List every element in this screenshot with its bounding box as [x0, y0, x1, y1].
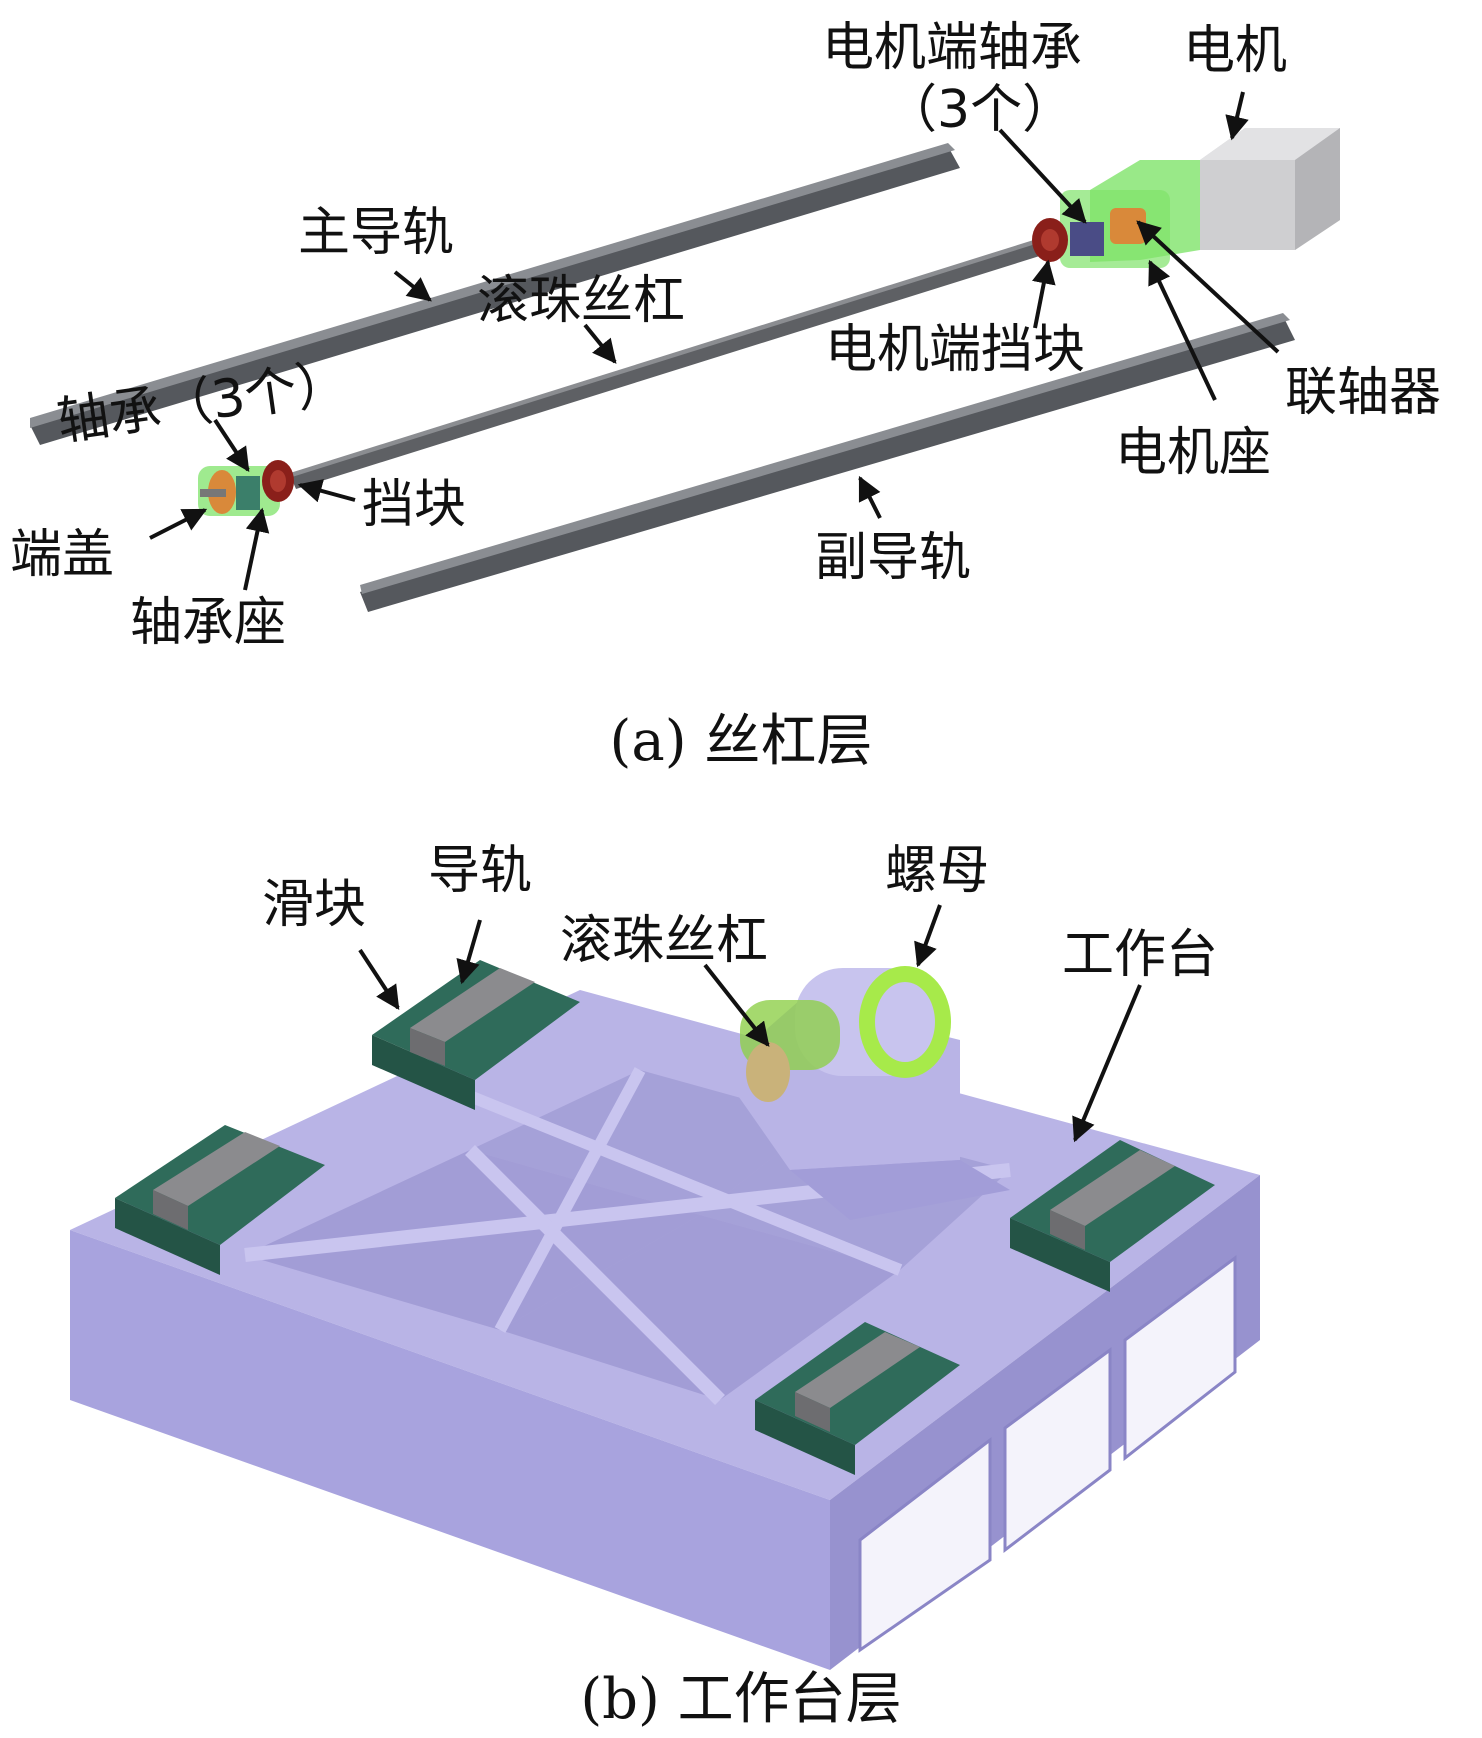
- label-slider: 滑块: [262, 875, 366, 935]
- panel-b: 导轨 螺母 滑块 滚珠丝杠 工作台 (b) 工作台层: [70, 841, 1260, 1732]
- slider-4: [755, 1322, 960, 1475]
- caption-b: (b) 工作台层: [580, 1667, 901, 1732]
- slider-1: [372, 960, 580, 1110]
- slider-3: [1010, 1140, 1215, 1292]
- label-main-rail: 主导轨: [298, 203, 454, 263]
- label-guide-rail: 导轨: [428, 841, 532, 901]
- panel-a: 电机端轴承 （3个） 电机 主导轨 滚珠丝杠 电机端挡块 联轴器 电机座 轴承（…: [10, 18, 1441, 774]
- label-bearing-seat: 轴承座: [130, 593, 286, 653]
- label-motor-seat: 电机座: [1115, 423, 1271, 483]
- left-bearing-assembly: [198, 460, 294, 516]
- work-table: [70, 990, 1260, 1670]
- label-aux-rail: 副导轨: [815, 528, 971, 588]
- slider-2: [115, 1125, 325, 1275]
- label-table: 工作台: [1062, 925, 1218, 985]
- label-motor-bearing-count: （3个）: [885, 80, 1074, 140]
- caption-a: (a) 丝杠层: [610, 709, 873, 774]
- motor-end-assembly: [1032, 160, 1200, 268]
- ball-screw-a: [290, 238, 1046, 489]
- label-ball-screw-b: 滚珠丝杠: [560, 911, 768, 971]
- label-motor-bearing: 电机端轴承: [822, 18, 1082, 78]
- label-nut: 螺母: [885, 841, 989, 901]
- motor: [1200, 128, 1340, 250]
- label-end-cap: 端盖: [10, 525, 114, 585]
- label-coupling: 联轴器: [1285, 363, 1441, 423]
- label-stop-block: 挡块: [362, 475, 466, 535]
- main-rail: [30, 143, 960, 445]
- label-motor: 电机: [1183, 21, 1287, 81]
- label-motor-stop: 电机端挡块: [825, 320, 1085, 380]
- aux-rail: [360, 313, 1295, 612]
- label-ball-screw-a: 滚珠丝杠: [477, 271, 685, 331]
- nut: [740, 966, 951, 1102]
